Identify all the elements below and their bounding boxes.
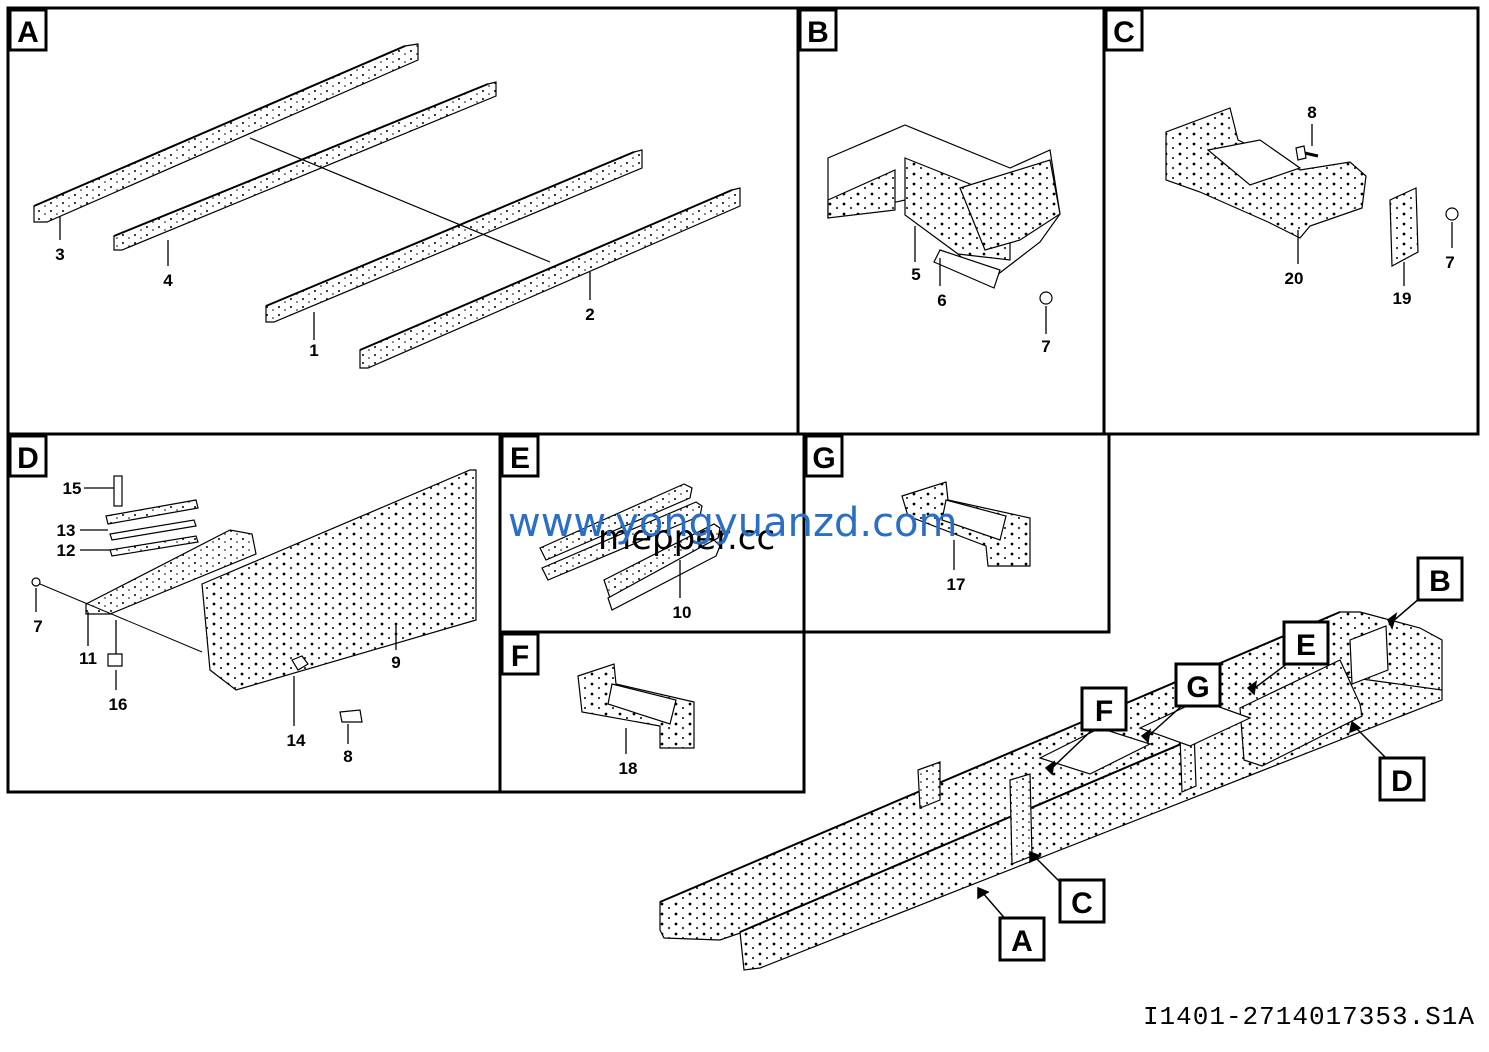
- panel-e-crossmember: [539, 483, 721, 611]
- panel-f-label: F: [500, 632, 540, 676]
- callout-14: 14: [287, 731, 306, 750]
- label-text: C: [1071, 887, 1093, 920]
- panel-d-plate: [31, 469, 477, 723]
- label-text: G: [1186, 671, 1209, 704]
- drawing-code: I1401-2714017353.S1A: [1142, 1002, 1475, 1032]
- callout-11: 11: [79, 649, 97, 668]
- watermark-url: www.yongyuanzd.com: [508, 500, 958, 546]
- panel-c-letter: C: [1113, 16, 1135, 49]
- rail-connector-line: [249, 137, 551, 263]
- callout-5: 5: [911, 265, 920, 284]
- assembly-label-e: E: [1282, 620, 1330, 666]
- label-text: F: [1095, 695, 1113, 728]
- panel-c-crossmember: [1165, 107, 1459, 267]
- callout-8-d: 8: [343, 747, 352, 766]
- assembly-label-c: C: [1058, 878, 1106, 924]
- assembly-label-d: D: [1378, 756, 1426, 802]
- callout-18: 18: [619, 759, 638, 778]
- rail-2: [359, 187, 741, 369]
- leader-lines: [35, 124, 1453, 754]
- callout-12: 12: [57, 541, 76, 560]
- assembly-label-g: G: [1174, 662, 1222, 708]
- callout-17: 17: [947, 575, 966, 594]
- callout-1: 1: [309, 341, 318, 360]
- panel-g-crossmember: [901, 481, 1031, 567]
- panel-f-letter: F: [511, 640, 529, 673]
- panel-e-label: E: [500, 434, 540, 478]
- label-text: A: [1011, 925, 1033, 958]
- label-text: B: [1429, 565, 1451, 598]
- panel-e-letter: E: [510, 442, 530, 475]
- panel-d-label: D: [8, 434, 48, 478]
- assembly-leaders: [977, 597, 1421, 923]
- panel-c-frame: [1102, 6, 1480, 436]
- callout-7-b: 7: [1041, 337, 1050, 356]
- panel-b-letter: B: [807, 16, 829, 49]
- callout-20: 20: [1285, 269, 1304, 288]
- assembly-label-b: B: [1416, 556, 1464, 602]
- callout-8-c: 8: [1307, 103, 1316, 122]
- panel-b-label: B: [798, 8, 838, 52]
- callout-10: 10: [673, 603, 692, 622]
- callout-13: 13: [57, 521, 76, 540]
- panel-g-frame: [802, 432, 1111, 634]
- panel-b-crossmember: [827, 124, 1061, 305]
- panel-f-crossmember: [577, 663, 695, 749]
- callout-19: 19: [1393, 289, 1412, 308]
- callout-3: 3: [55, 245, 64, 264]
- panel-c-label: C: [1104, 8, 1144, 52]
- panel-d-letter: D: [17, 442, 39, 475]
- panel-a-letter: A: [17, 16, 39, 49]
- rail-1: [265, 149, 643, 323]
- callout-4: 4: [163, 271, 173, 290]
- panel-g-letter: G: [812, 442, 835, 475]
- callout-6: 6: [937, 291, 946, 310]
- panel-g-label: G: [804, 434, 844, 478]
- chassis-assembly: [659, 611, 1443, 971]
- callout-7-d: 7: [33, 617, 42, 636]
- assembly-label-a: A: [998, 916, 1046, 962]
- panel-f-frame: [498, 630, 806, 794]
- callout-9: 9: [391, 653, 400, 672]
- label-text: D: [1391, 765, 1413, 798]
- assembly-label-f: F: [1080, 686, 1128, 732]
- panel-a-label: A: [8, 8, 48, 52]
- callout-2: 2: [585, 305, 594, 324]
- callout-16: 16: [109, 695, 128, 714]
- watermark-secondary: mepper.cc: [598, 518, 776, 558]
- label-text: E: [1296, 629, 1316, 662]
- panel-a-rails: [33, 43, 741, 369]
- callout-15: 15: [63, 479, 82, 498]
- callout-7-c: 7: [1445, 253, 1454, 272]
